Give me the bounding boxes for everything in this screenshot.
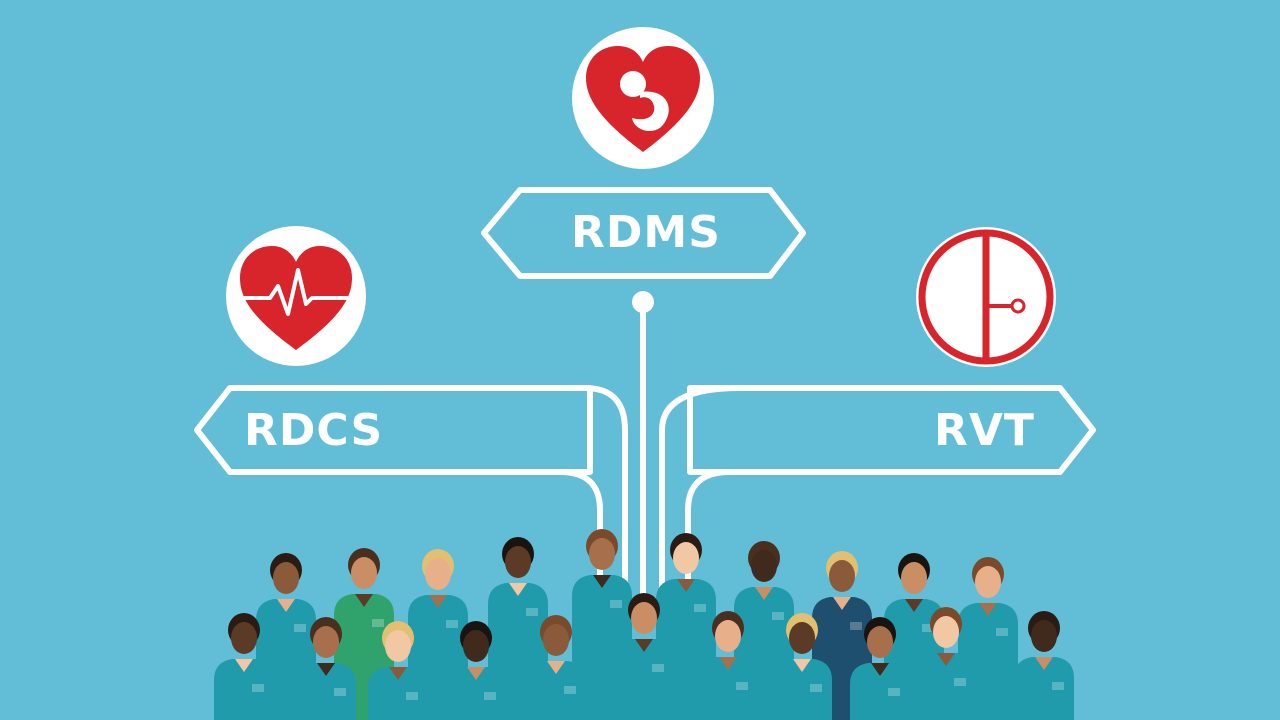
rdms-label: RDMS (571, 207, 721, 258)
worker-figure (446, 621, 506, 720)
rvt-sign (687, 385, 1096, 475)
worker-figure (772, 613, 832, 720)
worker-figure (698, 611, 758, 720)
fetus-heart-icon (572, 27, 714, 169)
worker-figure (916, 607, 976, 720)
healthcare-workers-group (214, 529, 1074, 720)
worker-figure (214, 613, 274, 720)
worker-figure (368, 621, 428, 720)
rvt-label: RVT (934, 405, 1035, 456)
worker-figure (614, 593, 674, 720)
pole-top-dot (632, 291, 654, 313)
vascular-probe-icon (916, 227, 1056, 367)
worker-figure (526, 615, 586, 720)
heartbeat-heart-icon (226, 226, 366, 366)
worker-figure (850, 617, 910, 720)
worker-figure (1014, 611, 1074, 720)
rdcs-label: RDCS (244, 405, 384, 456)
rdms-sign (481, 187, 806, 279)
worker-figure (296, 617, 356, 720)
rdcs-sign (194, 385, 593, 475)
